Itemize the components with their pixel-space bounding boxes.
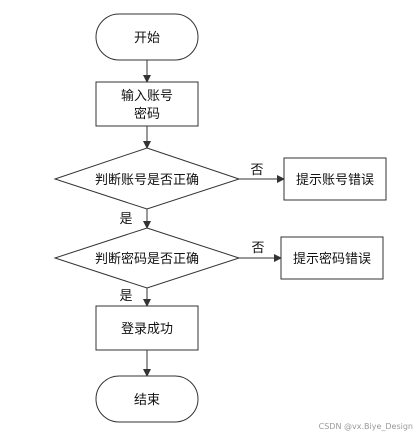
edge-label-password-no: 否	[251, 241, 264, 256]
node-password-error: 提示密码错误	[280, 236, 384, 280]
edge-label-account-yes: 是	[119, 212, 132, 227]
node-check-password: 判断密码是否正确	[53, 227, 241, 289]
node-login-success-label: 登录成功	[121, 322, 173, 337]
node-input-label-line-2: 密码	[134, 106, 160, 122]
node-start: 开始	[95, 13, 199, 61]
node-check-account: 判断账号是否正确	[53, 147, 241, 210]
node-check-password-label: 判断密码是否正确	[95, 251, 199, 267]
node-end-label: 结束	[134, 393, 160, 408]
node-check-account-label: 判断账号是否正确	[95, 173, 199, 188]
node-account-error: 提示账号错误	[283, 157, 387, 201]
node-start-label: 开始	[134, 31, 160, 46]
node-input: 输入账号 密码	[95, 81, 199, 127]
node-input-label-line-1: 输入账号	[121, 88, 173, 104]
edge-label-password-yes: 是	[119, 289, 132, 304]
node-password-error-label: 提示密码错误	[293, 251, 371, 267]
node-end: 结束	[95, 375, 199, 423]
edge-label-account-no: 否	[250, 163, 263, 178]
node-account-error-label: 提示账号错误	[296, 172, 374, 188]
watermark: CSDN @vx.Biye_Design	[318, 422, 413, 431]
node-login-success: 登录成功	[95, 305, 199, 351]
